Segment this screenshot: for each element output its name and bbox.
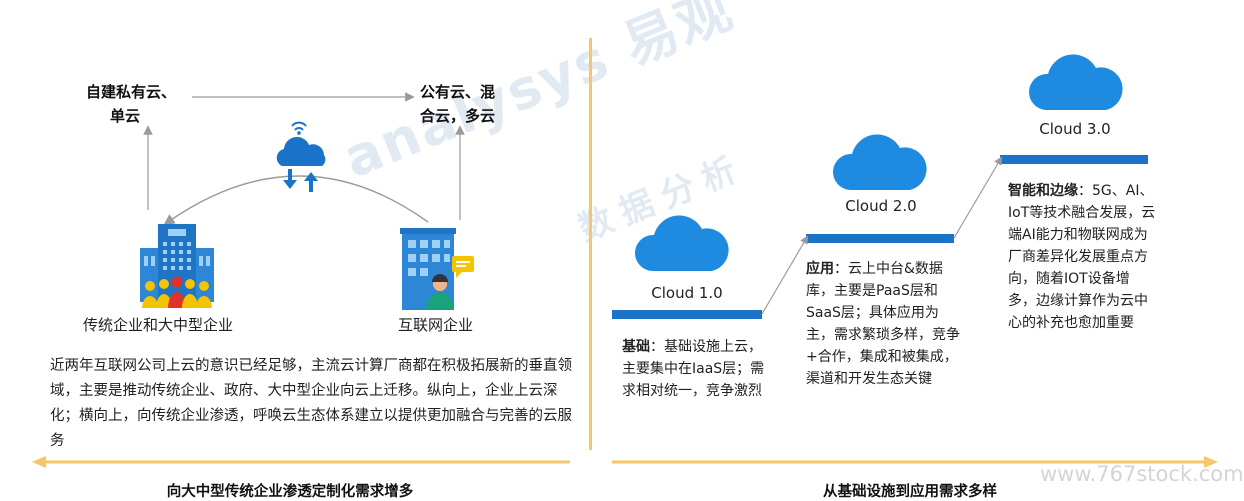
- cloud-3-text: ：5G、AI、IoT等技术融合发展，云端AI能力和物联网成为厂商差异化发展重点方…: [1008, 183, 1156, 331]
- cloud-2-description: 应用：云上中台&数据库，主要是PaaS层和SaaS层；具体应用为主，需求繁琐多样…: [806, 258, 964, 390]
- cloud-1-description: 基础：基础设施上云，主要集中在IaaS层；需求相对统一，竞争激烈: [622, 336, 768, 402]
- cloud-3-icon: [1028, 54, 1123, 110]
- left-caption: 向大中型传统企业渗透定制化需求增多: [166, 484, 414, 500]
- left-paragraph: 近两年互联网公司上云的意识已经足够，主流云计算厂商都在积极拓展新的垂直领域，主要…: [50, 358, 572, 449]
- enterprise-label: 传统企业和大中型企业: [83, 316, 234, 334]
- left-diagram-arrows: [143, 92, 465, 226]
- cloud-2-text: ：云上中台&数据库，主要是PaaS层和SaaS层；具体应用为主，需求繁琐多样，竞…: [806, 261, 960, 387]
- cloud-1-label: Cloud 1.0: [651, 284, 723, 302]
- cloud-1-text: ：基础设施上云，主要集中在IaaS层；需求相对统一，竞争激烈: [622, 339, 765, 399]
- right-bottom-arrow: [612, 456, 1218, 468]
- public-cloud-label: 公有云、混 合云，多云: [420, 83, 496, 125]
- curved-arrow: [163, 175, 429, 226]
- cloud-3-description: 智能和边缘：5G、AI、IoT等技术融合发展，云端AI能力和物联网成为厂商差异化…: [1008, 180, 1156, 334]
- cloud-2-label: Cloud 2.0: [845, 197, 917, 215]
- left-bottom-arrow: [32, 456, 570, 468]
- enterprise-building-icon: [140, 224, 214, 308]
- cloud-sync-icon: [276, 121, 326, 192]
- cloud-2-key: 应用: [806, 261, 834, 277]
- cloud-1-icon: [634, 215, 729, 271]
- cloud-1-key: 基础: [622, 339, 650, 355]
- section-divider: [589, 38, 592, 450]
- cloud-2-icon: [832, 134, 927, 190]
- cloud-3-label: Cloud 3.0: [1039, 120, 1111, 138]
- step-bar-1: [612, 310, 762, 319]
- right-caption: 从基础设施到应用需求多样: [823, 484, 997, 500]
- private-cloud-label: 自建私有云、 单云: [86, 83, 177, 125]
- step-bar-3: [1000, 155, 1148, 164]
- internet-enterprise-label: 互联网企业: [398, 316, 474, 334]
- watermark-site: www.767stock.com: [1040, 462, 1244, 486]
- cloud-3-key: 智能和边缘: [1008, 183, 1078, 199]
- cloud-steps: [612, 155, 1148, 319]
- internet-building-icon: [400, 228, 474, 310]
- step-bar-2: [806, 234, 954, 243]
